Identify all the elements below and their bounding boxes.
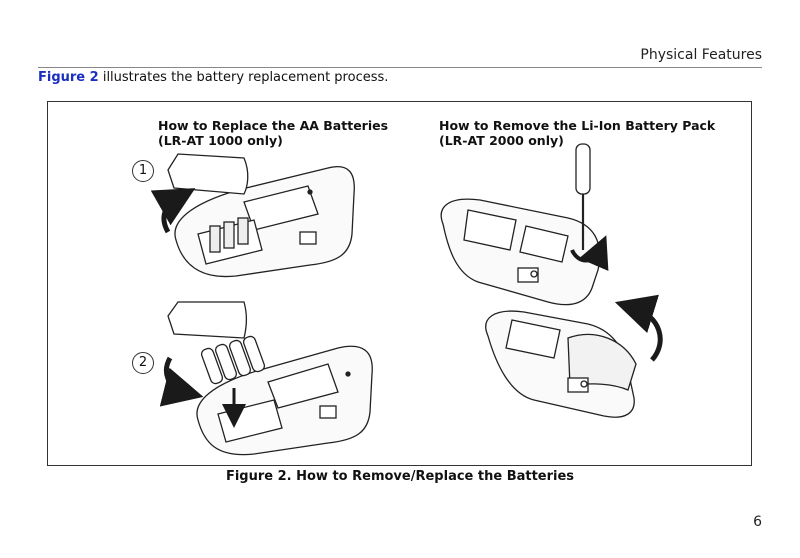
- device-liion-icon: [440, 198, 601, 306]
- pull-out-arrow-icon: [614, 294, 663, 362]
- device-aa-open-icon: [174, 166, 355, 278]
- lift-arrow-icon: [150, 188, 196, 234]
- battery-cover-icon: [167, 153, 249, 195]
- close-cover-arrow-icon: [159, 356, 204, 407]
- aa-batteries-icon: [200, 335, 266, 385]
- figure-2-link[interactable]: Figure 2: [38, 70, 99, 85]
- intro-text: illustrates the battery replacement proc…: [98, 70, 389, 85]
- header-rule: [38, 67, 762, 68]
- figure-box: How to Replace the AA Batteries (LR-AT 1…: [47, 101, 752, 466]
- device-liion-pack-out-icon: [485, 310, 637, 418]
- left-heading-line1: How to Replace the AA Batteries: [158, 118, 389, 133]
- page-header-title: Physical Features: [640, 47, 762, 63]
- figure-caption: Figure 2. How to Remove/Replace the Batt…: [225, 469, 575, 484]
- right-heading: How to Remove the Li-Ion Battery Pack (L…: [439, 118, 715, 148]
- left-heading-line2: (LR-AT 1000 only): [158, 133, 283, 148]
- right-heading-line2: (LR-AT 2000 only): [439, 133, 564, 148]
- left-heading: How to Replace the AA Batteries (LR-AT 1…: [158, 118, 388, 148]
- battery-illustration: [150, 143, 663, 456]
- step-2-marker: 2: [132, 352, 154, 374]
- battery-cover-bottom-icon: [167, 301, 247, 339]
- page-number: 6: [753, 514, 762, 530]
- screw-rotate-arrow-icon: [570, 235, 609, 272]
- step-1-marker: 1: [132, 160, 154, 182]
- right-heading-line1: How to Remove the Li-Ion Battery Pack: [439, 118, 716, 133]
- intro-paragraph: Figure 2 illustrates the battery replace…: [38, 70, 388, 86]
